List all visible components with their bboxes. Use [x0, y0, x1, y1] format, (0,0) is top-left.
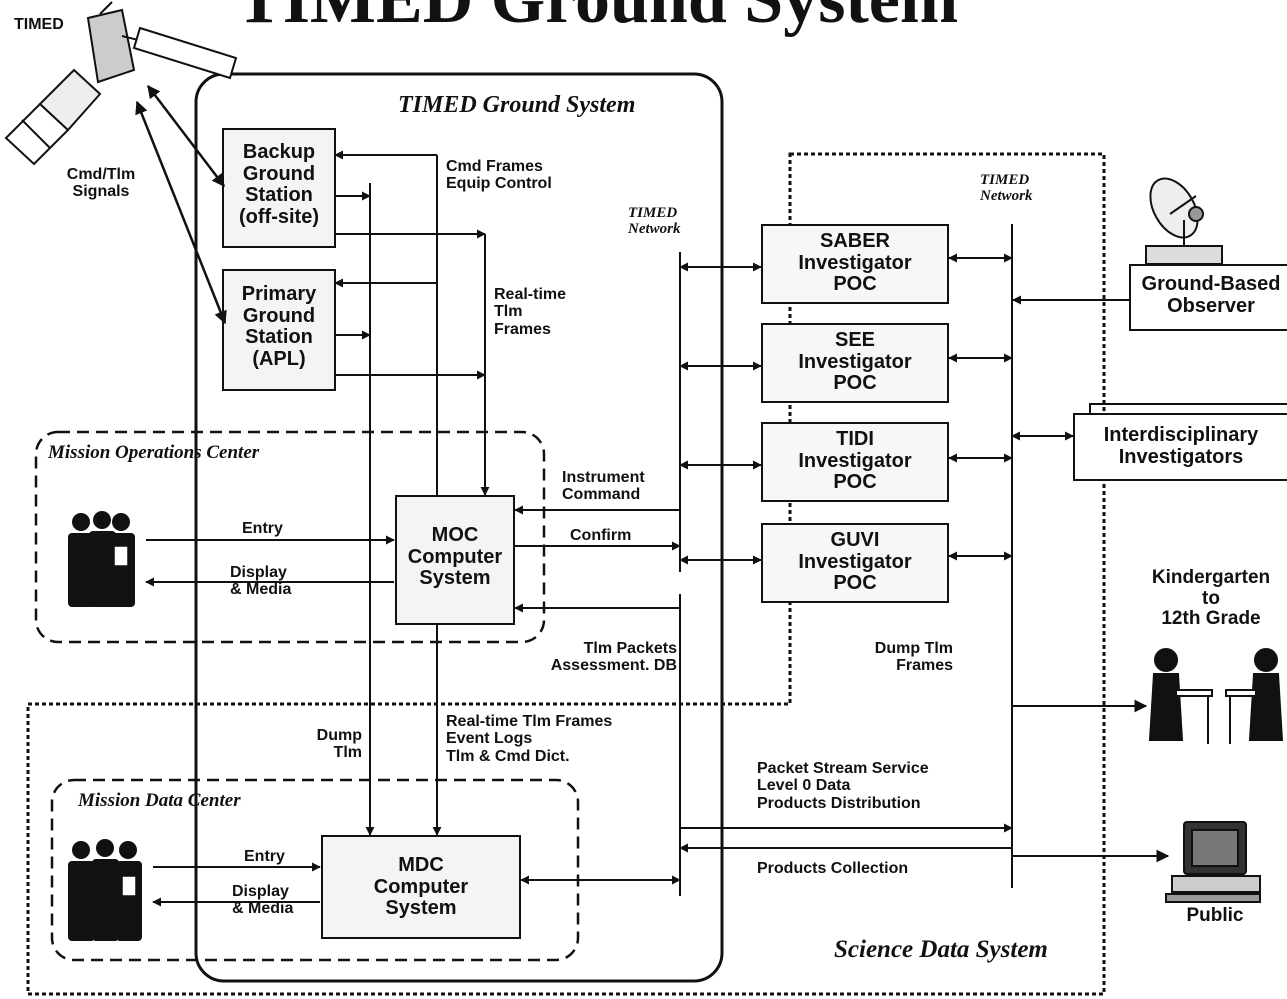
sds-title: Science Data System: [834, 936, 1048, 963]
products-collection-label: Products Collection: [757, 860, 908, 877]
satellite-dish-icon: [1141, 170, 1222, 264]
computer-icon: [1166, 822, 1260, 902]
moc-entry-label: Entry: [242, 520, 283, 537]
moc-title: Mission Operations Center: [48, 443, 259, 464]
mdc-entry-label: Entry: [244, 848, 285, 865]
confirm-label: Confirm: [570, 527, 631, 544]
public-label: Public: [1180, 906, 1250, 927]
moc-people-icon: [68, 511, 135, 607]
interdisciplinary-folder-tab: [1090, 404, 1287, 414]
sat-to-primary-signal: [137, 102, 225, 323]
moc-display-label: Display& Media: [230, 564, 291, 599]
satellite-label: TIMED: [14, 16, 64, 33]
page-title: TIMED Ground System: [236, 0, 958, 38]
mdc-title: Mission Data Center: [78, 791, 241, 812]
ground-system-title: TIMED Ground System: [398, 93, 635, 119]
mdc-display-label: Display& Media: [232, 883, 293, 918]
sat-to-backup-signal: [148, 86, 224, 186]
mdc-people-icon: [68, 839, 142, 941]
students-icon: [1150, 649, 1282, 744]
